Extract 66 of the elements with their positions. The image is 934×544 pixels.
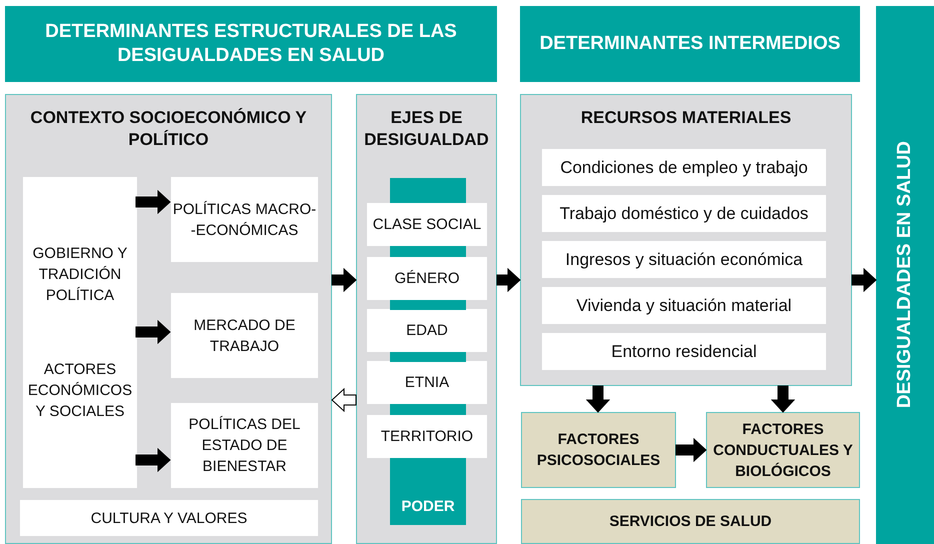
node-label: Condiciones de empleo y trabajo [560, 158, 808, 178]
text-box [542, 333, 826, 370]
node-label: Ingresos y situación económica [565, 250, 803, 270]
group-panel [356, 94, 497, 544]
block-arrow [136, 320, 171, 344]
node-label: EDAD [406, 321, 448, 341]
group-title: RECURSOS MATERIALES [580, 107, 792, 129]
node-label: PODER [401, 498, 455, 515]
block-arrow [770, 386, 796, 413]
text-box [542, 149, 826, 186]
text-box [542, 241, 826, 278]
text-box [367, 257, 487, 300]
group-panel [520, 94, 852, 386]
node-label: CLASE SOCIAL [372, 215, 482, 235]
axis-bar [390, 246, 466, 257]
node-label: DETERMINANTES INTERMEDIOS [540, 32, 840, 56]
node-label: DESIGUALDADES EN SALUD [894, 141, 916, 409]
group-title: EJES DE DESIGUALDAD [363, 107, 490, 151]
text-box [20, 500, 318, 536]
node-label: ETNIA [404, 373, 450, 393]
text-box [171, 177, 318, 262]
text-box [367, 415, 487, 458]
node-label: FACTORES CONDUCTUALES Y BIOLÓGICOS [712, 420, 854, 482]
text-box [367, 203, 487, 246]
node-label: TERRITORIO [380, 427, 474, 447]
text-box [367, 361, 487, 404]
node-label: Entorno residencial [611, 342, 757, 362]
node-label: POLÍTICAS DEL ESTADO DE BIENESTAR [188, 415, 302, 477]
block-arrow [496, 268, 521, 292]
text-box [171, 403, 318, 488]
node-label: ACTORES ECONÓMICOS Y SOCIALES [26, 360, 134, 422]
text-box [23, 177, 137, 488]
node-label: CULTURA Y VALORES [90, 508, 248, 528]
header-band [5, 6, 497, 82]
node-label: Trabajo doméstico y de cuidados [560, 204, 808, 224]
text-box [542, 195, 826, 232]
block-arrow [586, 386, 610, 413]
block-arrow [136, 190, 171, 214]
axis-bar [390, 352, 466, 362]
group-title: CONTEXTO SOCIOECONÓMICO Y POLÍTICO [29, 107, 308, 151]
node-label: GÉNERO [394, 269, 460, 289]
axis-bar [390, 178, 466, 203]
group-panel [5, 94, 332, 544]
block-arrow [136, 448, 171, 472]
block-arrow [676, 438, 707, 462]
node-label: SERVICIOS DE SALUD [609, 512, 772, 532]
block-arrow [332, 268, 357, 292]
text-box [171, 293, 318, 378]
node-label: Vivienda y situación material [576, 296, 792, 316]
header-band [520, 6, 860, 82]
node-label: DETERMINANTES ESTRUCTURALES DE LAS DESIGUALDADES EN SALUD [44, 20, 458, 68]
text-box [367, 309, 487, 352]
axis-bar [390, 404, 466, 415]
node-label: FACTORES PSICOSOCIALES [536, 430, 662, 471]
block-arrow [331, 388, 356, 412]
factor-box [706, 412, 860, 488]
node-label: POLÍTICAS MACRO- -ECONÓMICAS [172, 200, 318, 240]
vertical-band [876, 6, 934, 544]
text-box [542, 287, 826, 324]
factor-box [521, 499, 860, 544]
factor-box [521, 412, 676, 488]
block-arrow [852, 268, 877, 292]
node-label: MERCADO DE TRABAJO [192, 316, 296, 356]
node-label: GOBIERNO Y TRADICIÓN POLÍTICA [32, 244, 128, 306]
axis-bar [390, 458, 466, 525]
axis-bar [390, 300, 466, 310]
